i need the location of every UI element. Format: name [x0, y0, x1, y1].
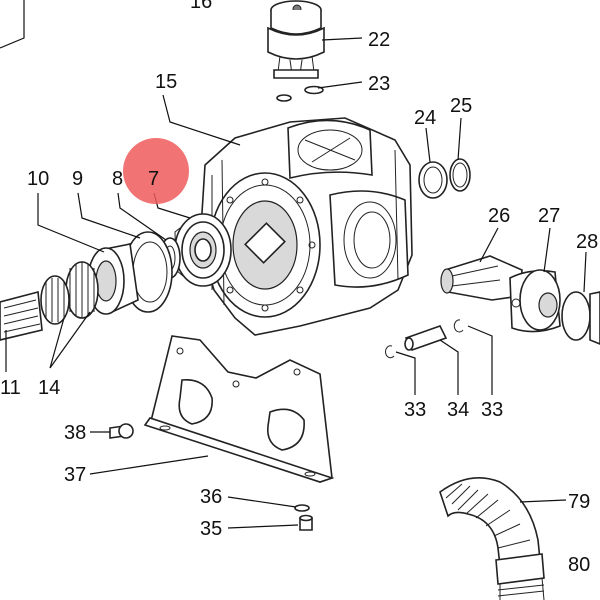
leader-9: [77, 192, 141, 239]
callout-labels: 16 22 23 15 24 25 10 9 8 7 26 27 28 11 1…: [0, 0, 598, 576]
highlight-marker: [123, 138, 189, 204]
leader-25: [457, 117, 462, 161]
label-79: 79: [568, 491, 590, 513]
label-80: 80: [568, 554, 590, 576]
part-23-seal: [276, 85, 324, 102]
label-27: 27: [538, 205, 560, 227]
label-9: 9: [72, 168, 83, 190]
label-22: 22: [368, 29, 390, 51]
label-14: 14: [38, 377, 60, 399]
part-35-bolt: [299, 514, 313, 531]
part-37-bracket: [143, 335, 335, 483]
part-80-fitting: [497, 577, 545, 600]
leader-33b: [467, 325, 493, 395]
label-8: 8: [112, 168, 123, 190]
part-7-bearing: [174, 213, 232, 287]
label-15: 15: [155, 71, 177, 93]
label-37: 37: [64, 464, 86, 486]
leader-34: [439, 339, 459, 395]
leader-8: [117, 192, 167, 241]
label-24: 24: [414, 107, 436, 129]
label-28: 28: [576, 231, 598, 253]
leader-28: [583, 251, 587, 293]
leader-37: [89, 455, 209, 475]
leader-15: [162, 94, 241, 146]
leader-27: [543, 227, 551, 273]
leader-10: [37, 193, 105, 253]
label-36: 36: [200, 486, 222, 508]
part-79-elbow-hose: [439, 476, 545, 585]
part-33-clip-left: [385, 345, 395, 359]
part-15-pump-body: [199, 117, 413, 336]
label-25: 25: [450, 95, 472, 117]
label-33-left: 33: [404, 399, 426, 421]
label-11: 11: [0, 377, 21, 399]
label-10: 10: [27, 168, 49, 190]
part-28-seal: [561, 291, 600, 345]
label-38: 38: [64, 422, 86, 444]
part-33-clip-right: [453, 319, 464, 333]
part-22-cap: [267, 0, 325, 79]
leader-26: [479, 227, 499, 263]
part-14-needle-bearings: [40, 261, 99, 325]
frame-corner: [0, 0, 25, 49]
part-34-pin: [404, 325, 448, 351]
leader-14: [49, 311, 91, 369]
label-33-right: 33: [481, 399, 503, 421]
leader-36: [227, 496, 297, 508]
label-34: 34: [447, 399, 469, 421]
label-35: 35: [200, 518, 222, 540]
label-23: 23: [368, 73, 390, 95]
leader-lines: [5, 37, 587, 529]
part-11-shaft: [0, 290, 43, 341]
part-27-piston: [509, 269, 561, 333]
label-16: 16: [190, 0, 212, 13]
leader-23: [317, 81, 363, 89]
part-25-snap-ring: [449, 158, 471, 192]
label-7: 7: [148, 168, 159, 190]
leader-22: [321, 37, 363, 41]
label-26: 26: [488, 205, 510, 227]
part-36-washer: [294, 504, 310, 512]
leader-24: [425, 127, 431, 163]
leader-79: [519, 499, 567, 503]
leader-33a: [395, 351, 416, 395]
part-38-screw: [109, 423, 134, 439]
part-24-ring: [418, 161, 448, 199]
leader-35: [227, 524, 299, 529]
